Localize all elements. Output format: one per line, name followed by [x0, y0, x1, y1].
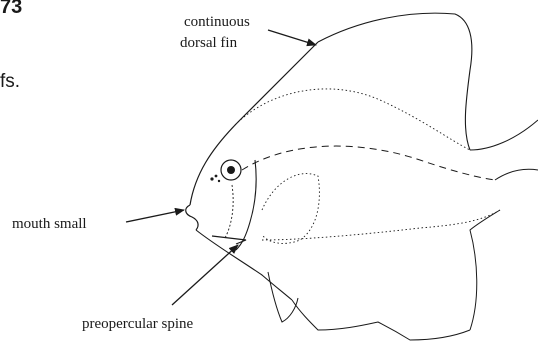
pelvic-fin-outline — [268, 272, 298, 322]
nostril-dot — [215, 175, 218, 178]
preopercle-outline — [225, 185, 233, 238]
mouth-label: mouth small — [12, 216, 87, 232]
eye-pupil — [227, 166, 235, 174]
mouth-outline — [186, 205, 198, 230]
operculum-outline — [236, 160, 256, 250]
spine-arrow — [172, 245, 238, 305]
caudal-fin-lower — [495, 169, 538, 180]
nostril-dot — [210, 177, 213, 180]
lateral-line — [242, 146, 495, 180]
dorsal-fin-arrow — [268, 30, 316, 45]
dorsal-fin-label-line1: continuous — [184, 14, 250, 30]
anal-fin-inner — [470, 210, 500, 330]
dorsal-inner-contour — [235, 89, 470, 150]
caudal-fin-upper — [470, 120, 538, 150]
preopercular-spine-label: preopercular spine — [82, 316, 194, 332]
mouth-arrow — [126, 210, 184, 222]
dorsal-fin-outline — [318, 13, 472, 150]
nostril-dot — [218, 180, 220, 182]
ventral-inner-contour — [262, 210, 500, 240]
body-outline-upper — [190, 42, 318, 205]
pectoral-fin-outline — [262, 174, 319, 244]
dorsal-fin-label-line2: dorsal fin — [180, 35, 238, 51]
anal-fin-outline — [292, 300, 470, 340]
